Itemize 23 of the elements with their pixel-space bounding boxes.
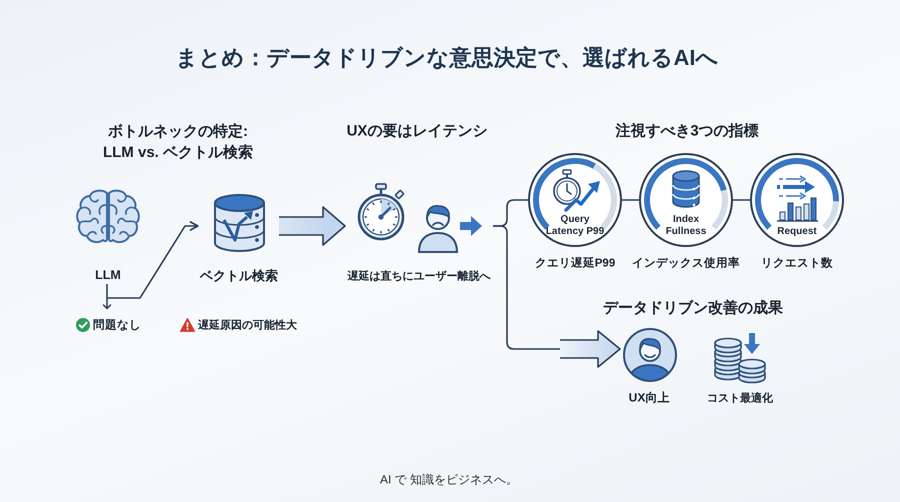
metric-name: インデックス使用率 <box>632 256 740 270</box>
node-label: ベクトル検索 <box>200 267 278 285</box>
node-label: LLM <box>95 268 121 282</box>
node-label: 遅延は直ちにユーザー離脱へ <box>348 269 490 284</box>
metric-label: Query Latency P99 <box>544 214 606 238</box>
connector-line <box>622 199 639 201</box>
metric-name: クエリ遅延P99 <box>534 256 616 270</box>
status-text: 問題なし <box>93 318 141 332</box>
node-label: コスト最適化 <box>707 391 773 406</box>
node-label: UX向上 <box>628 390 670 406</box>
metric-name: リクエスト数 <box>761 256 833 270</box>
tagline: AI で 知識をビジネスへ。 <box>380 472 518 488</box>
section-heading: ボトルネックの特定: LLM vs. ベクトル検索 <box>102 122 254 163</box>
section-heading: 注視すべき3つの指標 <box>615 122 759 140</box>
metric-label: Index Fullness <box>664 214 708 238</box>
arrow <box>106 221 199 299</box>
section-heading: UXの要はレイテンシ <box>346 122 488 140</box>
block-arrow <box>278 206 346 246</box>
connector-line <box>733 199 750 201</box>
title: まとめ：データドリブンな意思決定で、選ばれるAIへ <box>176 44 718 72</box>
section-heading: データドリブン改善の成果 <box>603 298 783 318</box>
metric-label: Request <box>776 226 818 238</box>
status-text: 遅延原因の可能性大 <box>198 318 297 332</box>
